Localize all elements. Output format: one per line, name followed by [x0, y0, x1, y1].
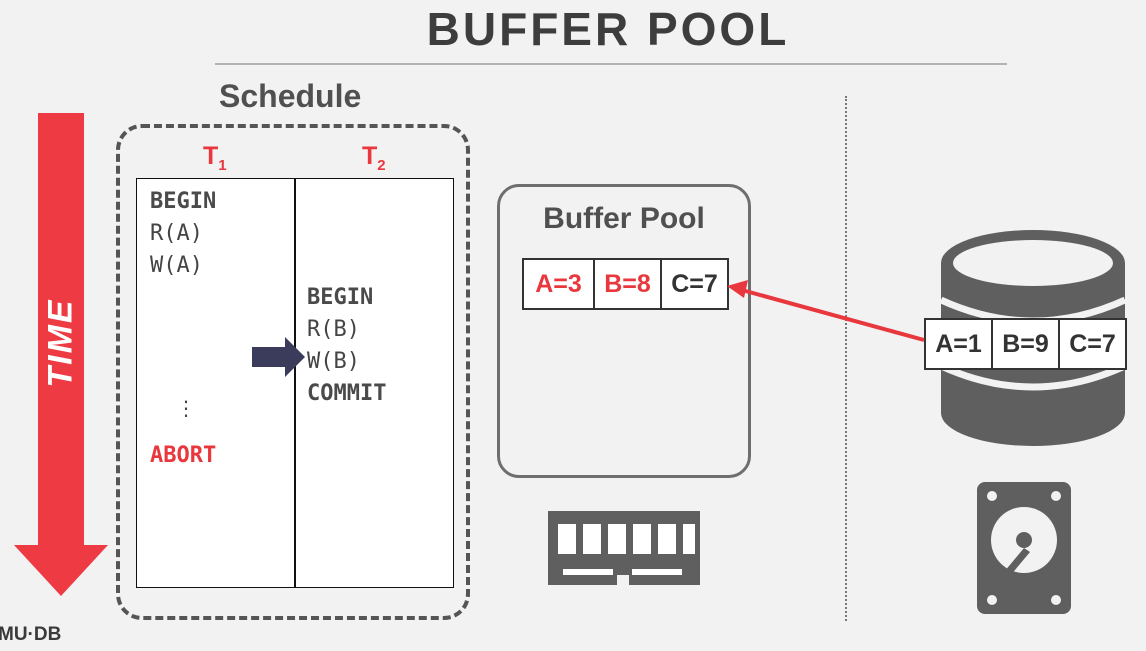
- page-title: BUFFER POOL: [426, 3, 790, 55]
- course-watermark: MU·DB: [0, 624, 62, 645]
- column-divider: [294, 178, 296, 588]
- buffer-cell-b: B=8: [595, 260, 662, 308]
- schedule-frame: [116, 124, 470, 620]
- t1-op-begin: BEGIN: [150, 189, 217, 214]
- disk-cell-c: C=7: [1069, 330, 1116, 358]
- buffer-pool-title: Buffer Pool: [543, 202, 705, 235]
- t1-header: T1: [203, 142, 227, 174]
- buffer-cell-a: A=3: [524, 260, 595, 308]
- t1-op-read-a: R(A): [150, 221, 203, 246]
- t2-op-read-b: R(B): [307, 317, 360, 342]
- ram-icon: [548, 511, 700, 585]
- buffer-pool-cells: A=3 B=8 C=7: [522, 258, 729, 310]
- t2-op-write-b: W(B): [307, 349, 360, 374]
- t1-op-write-a: W(A): [150, 253, 203, 278]
- t2-op-begin: BEGIN: [307, 285, 374, 310]
- t2-header: T2: [362, 142, 386, 174]
- buffer-cell-c: C=7: [671, 270, 718, 298]
- t2-op-commit: COMMIT: [307, 381, 387, 406]
- t1-op-abort: ABORT: [150, 443, 217, 468]
- disk-page-cells: A=1 B=9 C=7: [924, 318, 1127, 370]
- time-arrow: [14, 113, 108, 596]
- buffer-pool-box: [497, 184, 751, 478]
- title-divider: [215, 63, 1007, 65]
- memory-disk-separator: [845, 96, 847, 621]
- disk-cell-a: A=1: [926, 320, 993, 368]
- schedule-label: Schedule: [219, 78, 362, 114]
- disk-cell-b: B=9: [993, 320, 1060, 368]
- current-op-arrow: [252, 337, 305, 377]
